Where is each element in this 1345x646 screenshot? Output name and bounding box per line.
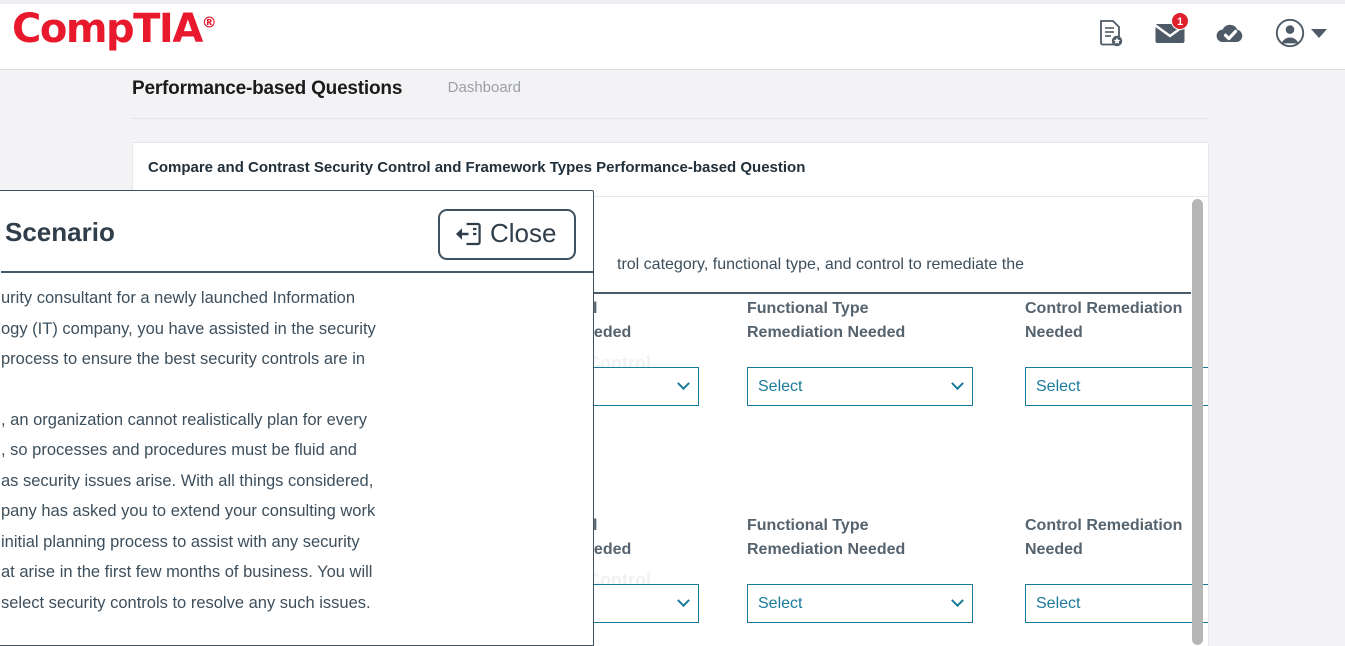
chevron-down-icon: [677, 594, 690, 608]
mail-icon[interactable]: 1: [1153, 12, 1189, 52]
scenario-title: Scenario: [5, 217, 115, 247]
close-button[interactable]: Close: [438, 209, 577, 260]
cloud-check-icon[interactable]: [1213, 14, 1247, 52]
scenario-paragraph-2-line-3: as security issues arise. With all thing…: [1, 471, 374, 490]
vertical-scrollbar[interactable]: [1192, 199, 1203, 645]
user-menu-chevron-icon[interactable]: [1311, 28, 1327, 38]
column-label-functional-type-2-line1: Functional Type: [747, 517, 869, 534]
chevron-down-icon: [951, 377, 964, 391]
scenario-paragraph-1-line-1: urity consultant for a newly launched In…: [1, 289, 356, 307]
scenario-paragraph-2-line-1: , an organization cannot realistically p…: [1, 410, 367, 429]
document-star-icon[interactable]: [1093, 14, 1127, 52]
column-label-control-remediation-2-line2: Needed: [1025, 541, 1083, 558]
scenario-paragraph-1-line-3: process to ensure the best security cont…: [1, 350, 366, 368]
column-functional-type-2: Functional Type Remediation Needed Selec…: [747, 514, 979, 623]
mail-unread-badge: 1: [1171, 12, 1189, 30]
column-label-functional-type-1-line1: Functional Type: [747, 300, 869, 317]
chevron-down-icon: [677, 377, 690, 391]
comptia-logo[interactable]: CompTIA®: [12, 6, 217, 52]
scenario-paragraph-1-line-2: ogy (IT) company, you have assisted in t…: [1, 319, 376, 338]
select-functional-type-2[interactable]: Select: [747, 584, 973, 623]
exit-arrow-icon: [454, 221, 482, 247]
top-bar: CompTIA® 1: [0, 0, 1345, 70]
column-label-control-remediation-1-line2: Needed: [1025, 324, 1083, 341]
select-control-remediation-2-value: Select: [1036, 594, 1081, 612]
topbar-icon-group: 1: [1093, 12, 1327, 52]
column-label-functional-type-2-line2: Remediation Needed: [747, 541, 906, 558]
select-control-remediation-1-value: Select: [1036, 377, 1081, 395]
column-functional-type-1: Functional Type Remediation Needed Selec…: [747, 297, 979, 406]
column-label-control-remediation-2-line1: Control Remediation: [1025, 517, 1183, 534]
header-divider: [132, 118, 1209, 119]
scenario-paragraph-2-line-2: , so processes and procedures must be fl…: [1, 441, 357, 459]
logo-registered-mark: ®: [201, 13, 217, 32]
column-label-control-remediation-1-line1: Control Remediation: [1025, 300, 1183, 317]
instructions-line-2: trol category, functional type, and cont…: [617, 256, 1025, 273]
scenario-paragraph-2-line-4: pany has asked you to extend your consul…: [1, 502, 376, 520]
scenario-paragraph-2-line-7: select security controls to resolve any …: [1, 593, 371, 612]
select-control-remediation-2[interactable]: Select: [1025, 584, 1208, 623]
column-label-functional-type-1-line2: Remediation Needed: [747, 324, 906, 341]
select-functional-type-1[interactable]: Select: [747, 367, 973, 406]
chevron-down-icon: [951, 594, 964, 608]
logo-text: CompTIA: [12, 6, 203, 52]
scenario-paragraph-2-line-6: at arise in the first few months of busi…: [1, 563, 373, 581]
page-title: Performance-based Questions: [132, 78, 403, 99]
scenario-overlay-panel: Scenario Close urity consultant for a ne…: [0, 190, 594, 646]
select-control-remediation-1[interactable]: Select: [1025, 367, 1208, 406]
card-title-divider: [133, 196, 1208, 197]
close-button-label: Close: [490, 218, 557, 248]
user-avatar-icon[interactable]: [1273, 14, 1307, 52]
instructions-divider: [151, 292, 1191, 294]
column-control-remediation-2: Control Remediation Needed Select: [1025, 514, 1208, 623]
breadcrumb-dashboard[interactable]: Dashboard: [447, 79, 522, 96]
column-control-remediation-1: Control Remediation Needed Select: [1025, 297, 1208, 406]
select-functional-type-2-value: Select: [758, 594, 803, 612]
question-card-title: Compare and Contrast Security Control an…: [148, 159, 806, 176]
select-functional-type-1-value: Select: [758, 377, 803, 395]
scenario-paragraph-2-line-5: initial planning process to assist with …: [1, 532, 360, 551]
vertical-scrollbar-thumb[interactable]: [1192, 199, 1203, 645]
scenario-divider: [1, 271, 593, 273]
page-header: Performance-based Questions Dashboard: [132, 78, 1209, 100]
scenario-body: urity consultant for a newly launched In…: [1, 283, 471, 618]
topbar-accent-strip: [0, 0, 1345, 4]
